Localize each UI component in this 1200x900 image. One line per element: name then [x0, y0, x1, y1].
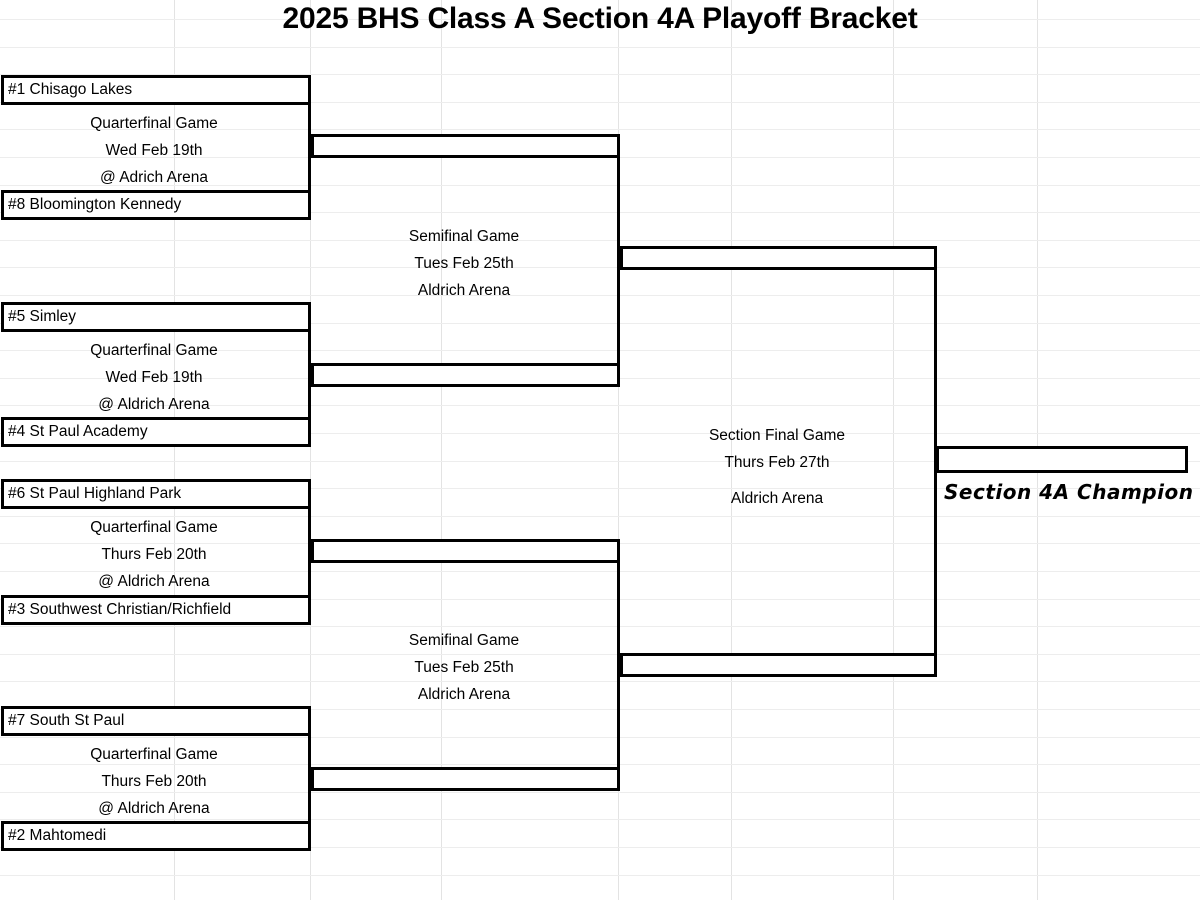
connector-final-to-champion: [934, 246, 937, 677]
gridline-horizontal-11: [0, 323, 1200, 324]
gridline-vertical-0: [174, 0, 175, 900]
gridline-horizontal-8: [0, 240, 1200, 241]
slot-box-sf1-bottom[interactable]: [311, 363, 620, 387]
slot-box-champion[interactable]: [936, 446, 1188, 473]
slot-box-final-bottom[interactable]: [620, 653, 937, 677]
sf2-venue: Aldrich Arena: [417, 686, 511, 703]
final-game-label: Section Final Game: [708, 427, 846, 444]
final-venue: Aldrich Arena: [730, 490, 824, 507]
gridline-horizontal-31: [0, 875, 1200, 876]
gridline-horizontal-14: [0, 405, 1200, 406]
gridline-horizontal-29: [0, 819, 1200, 820]
connector-sf2-to-final: [617, 539, 620, 791]
qf1-game-label: Quarterfinal Game: [90, 115, 218, 132]
slot-box-final-top[interactable]: [620, 246, 937, 270]
slot-box-sf1-top[interactable]: [311, 134, 620, 158]
connector-qf3-to-sf2: [308, 479, 311, 625]
gridline-horizontal-26: [0, 737, 1200, 738]
qf2-venue: @ Aldrich Arena: [98, 396, 210, 413]
gridline-horizontal-25: [0, 709, 1200, 710]
gridline-vertical-3: [618, 0, 619, 900]
connector-qf1-to-sf1: [308, 75, 311, 220]
qf4-date: Thurs Feb 20th: [101, 773, 207, 790]
sf2-date: Tues Feb 25th: [414, 659, 514, 676]
team-box-qf2-top[interactable]: #5 Simley: [1, 302, 311, 332]
sf1-venue: Aldrich Arena: [417, 282, 511, 299]
gridline-horizontal-4: [0, 129, 1200, 130]
sf1-game-label: Semifinal Game: [408, 228, 520, 245]
gridline-horizontal-28: [0, 792, 1200, 793]
qf4-game-label: Quarterfinal Game: [90, 746, 218, 763]
qf3-date: Thurs Feb 20th: [101, 546, 207, 563]
slot-box-sf2-bottom[interactable]: [311, 767, 620, 791]
gridline-horizontal-16: [0, 461, 1200, 462]
team-box-qf1-top[interactable]: #1 Chisago Lakes: [1, 75, 311, 105]
team-box-qf1-bottom[interactable]: #8 Bloomington Kennedy: [1, 190, 311, 220]
team-box-qf3-bottom[interactable]: #3 Southwest Christian/Richfield: [1, 595, 311, 625]
gridline-horizontal-6: [0, 185, 1200, 186]
qf3-game-label: Quarterfinal Game: [90, 519, 218, 536]
slot-box-sf2-top[interactable]: [311, 539, 620, 563]
gridline-horizontal-20: [0, 571, 1200, 572]
gridline-horizontal-7: [0, 212, 1200, 213]
connector-qf2-to-sf1: [308, 302, 311, 447]
gridline-vertical-1: [310, 0, 311, 900]
champion-label: Section 4A Champion: [944, 480, 1194, 504]
qf2-game-label: Quarterfinal Game: [90, 342, 218, 359]
gridline-horizontal-30: [0, 847, 1200, 848]
sf1-date: Tues Feb 25th: [414, 255, 514, 272]
connector-qf4-to-sf2: [308, 706, 311, 851]
page-title: 2025 BHS Class A Section 4A Playoff Brac…: [282, 2, 918, 35]
qf1-date: Wed Feb 19th: [105, 142, 203, 159]
team-box-qf3-top[interactable]: #6 St Paul Highland Park: [1, 479, 311, 509]
gridline-horizontal-1: [0, 47, 1200, 48]
gridline-horizontal-3: [0, 102, 1200, 103]
qf2-date: Wed Feb 19th: [105, 369, 203, 386]
gridline-horizontal-2: [0, 74, 1200, 75]
qf4-venue: @ Aldrich Arena: [98, 800, 210, 817]
team-box-qf2-bottom[interactable]: #4 St Paul Academy: [1, 417, 311, 447]
team-box-qf4-top[interactable]: #7 South St Paul: [1, 706, 311, 736]
gridline-vertical-2: [441, 0, 442, 900]
gridline-horizontal-17: [0, 488, 1200, 489]
gridline-horizontal-9: [0, 267, 1200, 268]
gridline-horizontal-21: [0, 599, 1200, 600]
gridline-horizontal-24: [0, 681, 1200, 682]
gridline-horizontal-10: [0, 295, 1200, 296]
final-date: Thurs Feb 27th: [724, 454, 830, 471]
gridline-horizontal-27: [0, 764, 1200, 765]
gridline-horizontal-0: [0, 19, 1200, 20]
gridline-horizontal-23: [0, 654, 1200, 655]
qf1-venue: @ Adrich Arena: [100, 169, 208, 186]
gridline-vertical-4: [731, 0, 732, 900]
gridline-horizontal-15: [0, 433, 1200, 434]
team-box-qf4-bottom[interactable]: #2 Mahtomedi: [1, 821, 311, 851]
sf2-game-label: Semifinal Game: [408, 632, 520, 649]
gridline-horizontal-18: [0, 516, 1200, 517]
gridline-horizontal-12: [0, 350, 1200, 351]
gridline-vertical-5: [893, 0, 894, 900]
qf3-venue: @ Aldrich Arena: [98, 573, 210, 590]
connector-sf1-to-final: [617, 134, 620, 387]
gridline-horizontal-22: [0, 626, 1200, 627]
